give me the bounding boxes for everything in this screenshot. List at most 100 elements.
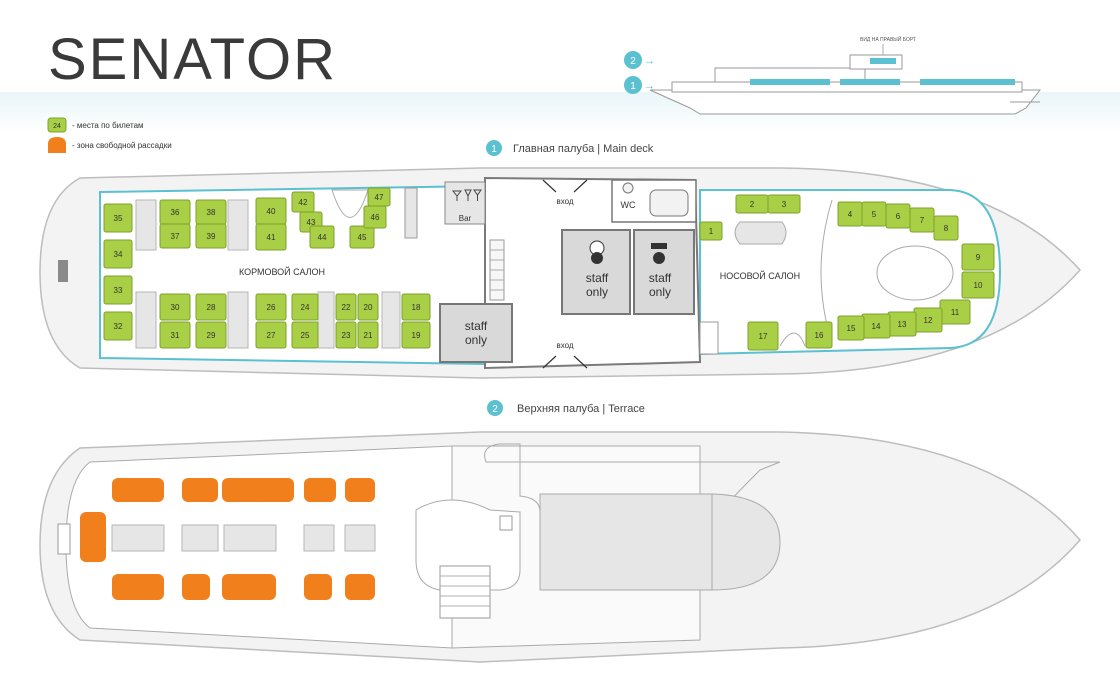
main-deck-plan: Bar staff only staff only staff bbox=[39, 167, 1082, 379]
seat-16: 16 bbox=[805, 321, 833, 349]
seat-2: 2 bbox=[735, 194, 769, 214]
seat-number: 32 bbox=[114, 322, 123, 331]
seat-10: 10 bbox=[961, 271, 995, 299]
svg-text:only: only bbox=[586, 285, 608, 299]
svg-text:- зона свободной рассадки: - зона свободной рассадки bbox=[72, 141, 172, 150]
seat-26: 26 bbox=[255, 293, 287, 321]
seat-number: 2 bbox=[750, 200, 755, 209]
free-seating-zone bbox=[222, 574, 276, 600]
free-seating-zone bbox=[345, 574, 375, 600]
seat-21: 21 bbox=[357, 321, 379, 349]
terrace-plan bbox=[39, 431, 1081, 663]
staff-room-1 bbox=[439, 303, 513, 363]
seat-number: 43 bbox=[307, 218, 316, 227]
seat-number: 19 bbox=[412, 331, 421, 340]
seat-42: 42 bbox=[291, 191, 315, 213]
free-seating-zone bbox=[304, 478, 336, 502]
seat-number: 16 bbox=[815, 331, 824, 340]
seat-number: 33 bbox=[114, 286, 123, 295]
bar-counter bbox=[444, 181, 486, 225]
svg-text:staff: staff bbox=[465, 319, 488, 333]
free-seating-zone bbox=[182, 574, 210, 600]
seat-number: 35 bbox=[114, 214, 123, 223]
seat-number: 30 bbox=[171, 303, 180, 312]
seat-39: 39 bbox=[195, 223, 227, 249]
seat-number: 41 bbox=[267, 233, 276, 242]
seat-number: 15 bbox=[847, 324, 856, 333]
bar-side-counter bbox=[404, 187, 418, 239]
free-seating-zone bbox=[112, 574, 164, 600]
seat-number: 37 bbox=[171, 232, 180, 241]
seat-20: 20 bbox=[357, 293, 379, 321]
seat-number: 31 bbox=[171, 331, 180, 340]
seat-number: 11 bbox=[951, 308, 960, 317]
seat-number: 8 bbox=[944, 224, 949, 233]
seat-number: 44 bbox=[318, 233, 327, 242]
seat-22: 22 bbox=[335, 293, 357, 321]
seat-38: 38 bbox=[195, 199, 227, 225]
seat-41: 41 bbox=[255, 223, 287, 251]
free-seating-zone bbox=[80, 512, 106, 562]
seat-number: 14 bbox=[872, 322, 881, 331]
seat-number: 12 bbox=[924, 316, 933, 325]
svg-text:2: 2 bbox=[492, 404, 498, 415]
entry-top-label: вход bbox=[556, 197, 573, 206]
seat-number: 34 bbox=[114, 250, 123, 259]
seat-19: 19 bbox=[401, 321, 431, 349]
seat-number: 22 bbox=[342, 303, 351, 312]
seat-number: 29 bbox=[207, 331, 216, 340]
bow-salon-label: НОСОВОЙ САЛОН bbox=[720, 270, 800, 281]
seat-3: 3 bbox=[767, 194, 801, 214]
seat-14: 14 bbox=[861, 313, 891, 339]
seat-27: 27 bbox=[255, 321, 287, 349]
seat-18: 18 bbox=[401, 293, 431, 321]
ship-name-title: SENATOR bbox=[48, 27, 338, 92]
bow-stairs bbox=[699, 321, 719, 355]
free-seating-zone bbox=[182, 478, 218, 502]
seat-number: 36 bbox=[171, 208, 180, 217]
free-seating-zone bbox=[262, 478, 294, 502]
seat-29: 29 bbox=[195, 321, 227, 349]
free-seating-zone bbox=[112, 478, 164, 502]
seat-44: 44 bbox=[309, 225, 335, 249]
seat-5: 5 bbox=[861, 201, 887, 227]
entry-bottom-door bbox=[542, 355, 588, 369]
seat-31: 31 bbox=[159, 321, 191, 349]
seat-number: 23 bbox=[342, 331, 351, 340]
legend: 24 - места по билетам - зона свободной р… bbox=[47, 117, 172, 153]
seat-number: 45 bbox=[358, 233, 367, 242]
svg-text:→: → bbox=[644, 80, 655, 92]
seat-number: 40 bbox=[267, 207, 276, 216]
svg-text:staff: staff bbox=[586, 271, 609, 285]
seat-25: 25 bbox=[291, 321, 319, 349]
toilet-icon bbox=[649, 189, 689, 217]
profile-marker-2: 2 → bbox=[624, 51, 655, 69]
seat-number: 13 bbox=[898, 320, 907, 329]
seat-number: 38 bbox=[207, 208, 216, 217]
seat-8: 8 bbox=[933, 215, 959, 241]
seat-32: 32 bbox=[103, 311, 133, 341]
svg-text:only: only bbox=[465, 333, 487, 347]
seat-30: 30 bbox=[159, 293, 191, 321]
sink-icon bbox=[622, 182, 634, 194]
seat-number: 4 bbox=[848, 210, 853, 219]
legend-ticket-seats: 24 - места по билетам bbox=[47, 117, 144, 133]
seat-1: 1 bbox=[699, 221, 723, 241]
free-seating-zone bbox=[304, 574, 332, 600]
seat-number: 21 bbox=[364, 331, 373, 340]
main-deck-heading: 1 Главная палуба | Main deck bbox=[486, 140, 654, 156]
seat-34: 34 bbox=[103, 239, 133, 269]
seat-number: 39 bbox=[207, 232, 216, 241]
seat-number: 7 bbox=[920, 216, 925, 225]
svg-text:only: only bbox=[649, 285, 671, 299]
chef-icon bbox=[589, 240, 605, 264]
bow-oval-table bbox=[876, 245, 954, 301]
seat-number: 25 bbox=[301, 331, 310, 340]
seat-28: 28 bbox=[195, 293, 227, 321]
seat-45: 45 bbox=[349, 225, 375, 249]
profile-marker-1: 1 → bbox=[624, 76, 655, 94]
seat-37: 37 bbox=[159, 223, 191, 249]
svg-text:Верхняя палуба | Terrace: Верхняя палуба | Terrace bbox=[517, 403, 645, 415]
